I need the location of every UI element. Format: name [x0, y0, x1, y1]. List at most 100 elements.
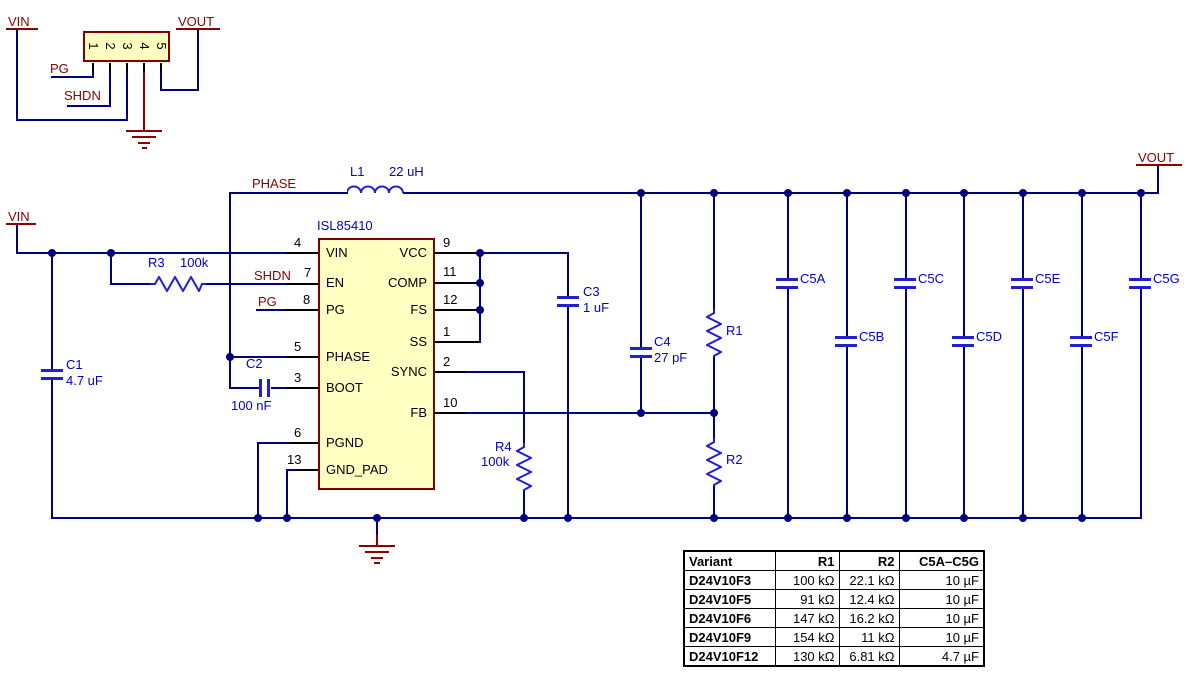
table-row: D24V10F6 147 kΩ 16.2 kΩ 10 µF	[683, 608, 985, 628]
component-ref-l1: L1	[350, 164, 365, 179]
wire	[713, 194, 715, 309]
component-ref-r3: R3	[148, 255, 165, 270]
capacitor-plate	[835, 344, 857, 347]
capacitor-plate	[1070, 344, 1092, 347]
ic-pin-name: EN	[326, 275, 345, 290]
r2-cell: 11 kΩ	[838, 627, 900, 647]
wire	[479, 252, 481, 343]
r1-cell: 130 kΩ	[774, 646, 840, 667]
junction-dot	[476, 279, 484, 287]
net-label-vin-connector: VIN	[8, 14, 30, 29]
ic-body	[318, 238, 435, 490]
component-ref-c2: C2	[246, 356, 263, 371]
pin-stub	[126, 63, 128, 73]
wire	[846, 194, 848, 336]
wire	[963, 194, 965, 336]
r2-cell: 16.2 kΩ	[838, 608, 900, 628]
capacitor-plate	[630, 347, 652, 350]
c5-cell: 4.7 µF	[898, 646, 985, 667]
junction-dot	[902, 189, 910, 197]
junction-dot	[107, 249, 115, 257]
component-ref-c5d: C5D	[976, 329, 1003, 344]
capacitor-plate	[1070, 336, 1092, 339]
wire	[286, 469, 295, 471]
wire	[1022, 194, 1024, 278]
component-value-l1: 22 uH	[389, 164, 424, 179]
capacitor-plate	[1129, 286, 1151, 289]
junction-dot	[637, 189, 645, 197]
junction-dot	[1078, 189, 1086, 197]
pin-stub	[435, 252, 481, 254]
capacitor-plate	[894, 278, 916, 281]
capacitor-plate	[776, 286, 798, 289]
wire	[713, 486, 715, 518]
net-underline	[6, 28, 38, 30]
ic-pin-number: 10	[443, 395, 458, 410]
wire	[51, 380, 53, 518]
wire	[1081, 194, 1083, 336]
component-value-c3: 1 uF	[583, 300, 610, 315]
ic-pin-name: COMP	[388, 275, 427, 290]
r2-cell: 22.1 kΩ	[838, 570, 900, 590]
ic-pin-name: GND_PAD	[326, 462, 388, 477]
wire	[197, 30, 199, 90]
net-label-vout: VOUT	[1138, 150, 1175, 165]
component-ref-r1: R1	[726, 323, 743, 338]
net-label-pg-connector: PG	[50, 61, 69, 76]
capacitor-plate	[557, 304, 579, 307]
table-header-variant: Variant	[683, 550, 776, 571]
wire	[160, 89, 199, 91]
wire	[905, 289, 907, 518]
wire	[640, 358, 642, 413]
capacitor-plate	[776, 278, 798, 281]
ic-pin-number: 13	[287, 452, 302, 467]
wire	[1157, 166, 1159, 193]
pin-stub	[286, 252, 318, 254]
pin-stub	[160, 63, 162, 73]
pin-stub	[92, 63, 94, 73]
ic-pin-name: FS	[410, 302, 427, 317]
net-underline	[6, 223, 36, 225]
wire	[787, 194, 789, 278]
capacitor-plate	[41, 369, 63, 372]
pin-stub	[286, 309, 318, 311]
resistor-symbol-r4	[516, 443, 532, 491]
capacitor-plate	[952, 336, 974, 339]
component-ref-c1: C1	[66, 357, 83, 372]
ic-pin-number: 1	[443, 324, 451, 339]
wire	[51, 517, 1142, 519]
junction-dot	[1019, 189, 1027, 197]
ic-pin-number: 11	[443, 264, 457, 279]
wire	[229, 356, 286, 358]
wire	[229, 387, 260, 389]
table-header-c5: C5A–C5G	[898, 550, 985, 571]
junction-dot	[843, 189, 851, 197]
junction-dot	[564, 514, 572, 522]
wire	[567, 254, 569, 296]
r1-cell: 100 kΩ	[774, 570, 840, 590]
ground-icon	[359, 545, 395, 547]
net-label-pg: PG	[258, 294, 277, 309]
net-label-vout-connector: VOUT	[178, 14, 215, 29]
wire	[110, 283, 150, 285]
wire	[640, 194, 642, 347]
ic-pin-number: 6	[294, 425, 302, 440]
r1-cell: 154 kΩ	[774, 627, 840, 647]
component-ref-r4: R4	[495, 439, 512, 454]
pin-stub	[435, 412, 466, 414]
net-label-phase: PHASE	[252, 176, 297, 191]
wire	[466, 412, 715, 414]
wire	[16, 119, 128, 121]
wire	[229, 192, 348, 194]
wire	[51, 254, 53, 369]
component-value-c4: 27 pF	[654, 350, 688, 365]
ground-icon	[365, 551, 389, 553]
component-ref-c5g: C5G	[1153, 271, 1180, 286]
connector-pin-number: 2	[103, 42, 118, 50]
wire	[481, 252, 569, 254]
resistor-symbol-r2	[706, 438, 722, 486]
table-header-r2: R2	[838, 550, 900, 571]
component-value-c1: 4.7 uF	[66, 373, 103, 388]
ic-name: ISL85410	[317, 218, 373, 233]
